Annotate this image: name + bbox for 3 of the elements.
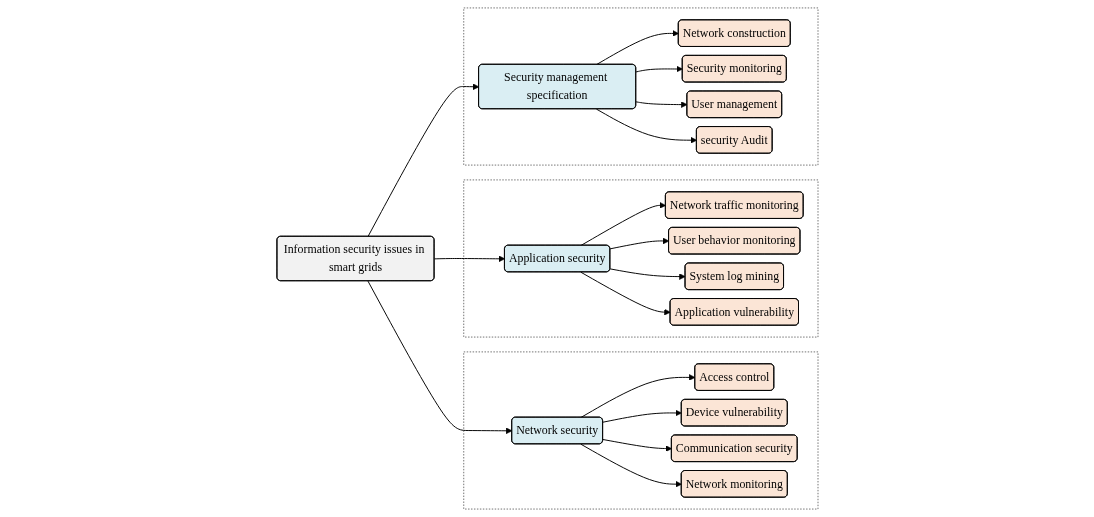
cluster (462, 7, 818, 166)
cluster (462, 351, 818, 510)
cluster (462, 179, 818, 338)
